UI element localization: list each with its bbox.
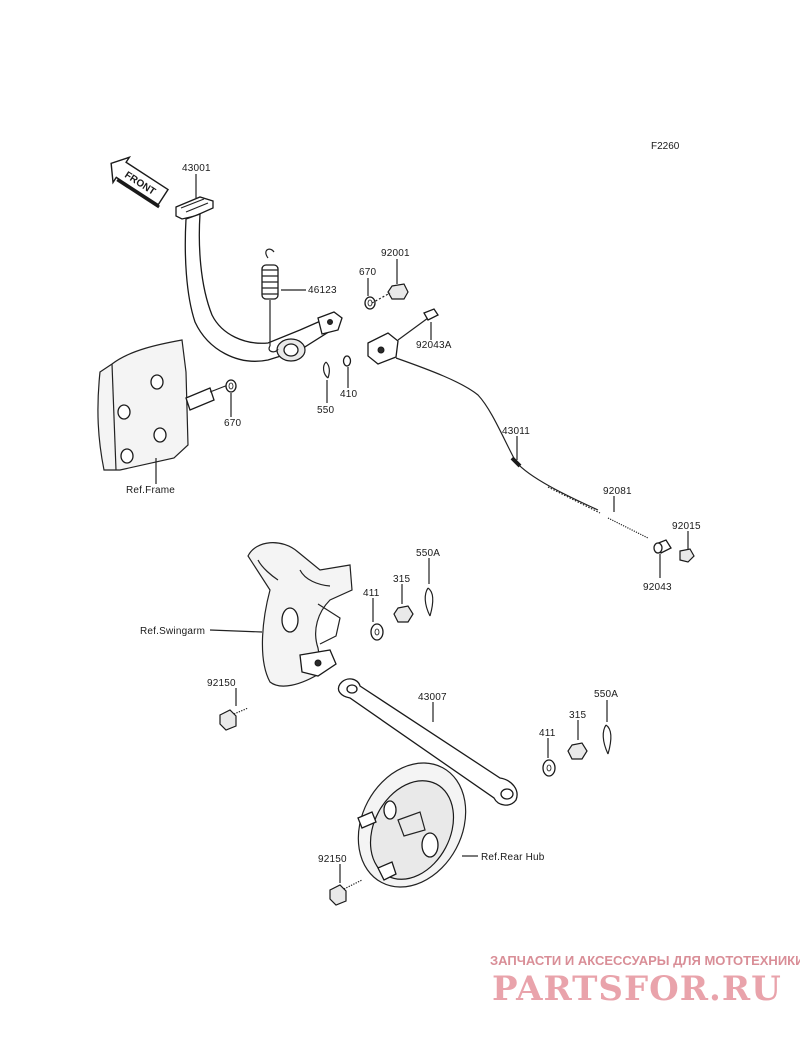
bolt-92150-lower <box>329 879 363 906</box>
rod-spring-92081 <box>547 486 649 539</box>
label-92043: 92043 <box>643 582 672 593</box>
brake-pedal <box>175 196 343 362</box>
label-670-lower: 670 <box>224 418 242 429</box>
torque-link-43007 <box>337 678 518 806</box>
nut-92015 <box>679 548 695 563</box>
label-43007: 43007 <box>418 692 447 703</box>
leader-lines <box>155 174 689 883</box>
label-46123: 46123 <box>308 285 337 296</box>
label-411-upper: 411 <box>363 588 380 599</box>
label-92150-lower: 92150 <box>318 854 347 865</box>
nut-315-upper <box>393 605 414 623</box>
label-92081: 92081 <box>603 486 632 497</box>
label-411-lower: 411 <box>539 728 556 739</box>
label-550: 550 <box>317 405 335 416</box>
bolt-92150-upper <box>219 707 249 731</box>
label-550A-upper: 550A <box>416 548 440 559</box>
watermark-tagline: ЗАПЧАСТИ И АКСЕССУАРЫ ДЛЯ МОТОТЕХНИКИ <box>490 953 800 968</box>
front-arrow-icon: FRONT <box>110 155 169 209</box>
collar-92043 <box>653 539 672 554</box>
label-92001: 92001 <box>381 248 410 259</box>
bolt-92001 <box>371 283 409 304</box>
figure-code: F2260 <box>651 141 680 152</box>
label-315-upper: 315 <box>393 574 411 585</box>
clevis-joint <box>367 308 439 365</box>
ref-swingarm-label: Ref.Swingarm <box>140 626 205 637</box>
watermark-brand: PARTSFOR.RU <box>492 969 782 1009</box>
cotter-550A-lower <box>602 724 612 755</box>
ref-frame-label: Ref.Frame <box>126 485 175 496</box>
cotter-pin-550 <box>322 361 330 379</box>
return-spring <box>261 248 279 353</box>
label-92150-upper: 92150 <box>207 678 236 689</box>
label-670-upper: 670 <box>359 267 377 278</box>
label-92043A: 92043A <box>416 340 452 351</box>
label-43011: 43011 <box>502 426 530 437</box>
label-315-lower: 315 <box>569 710 587 721</box>
nut-315-lower <box>567 742 588 760</box>
cotter-550A-upper <box>424 587 434 617</box>
label-550A-lower: 550A <box>594 689 618 700</box>
swingarm-bracket <box>247 542 353 687</box>
ref-rear-hub-label: Ref.Rear Hub <box>481 852 545 863</box>
label-92015: 92015 <box>672 521 701 532</box>
rear-hub-panel <box>357 762 467 888</box>
label-410: 410 <box>340 389 358 400</box>
brake-rod <box>395 357 599 511</box>
label-43001: 43001 <box>182 163 211 174</box>
frame-bracket <box>97 339 229 471</box>
washer-410 <box>342 355 352 367</box>
